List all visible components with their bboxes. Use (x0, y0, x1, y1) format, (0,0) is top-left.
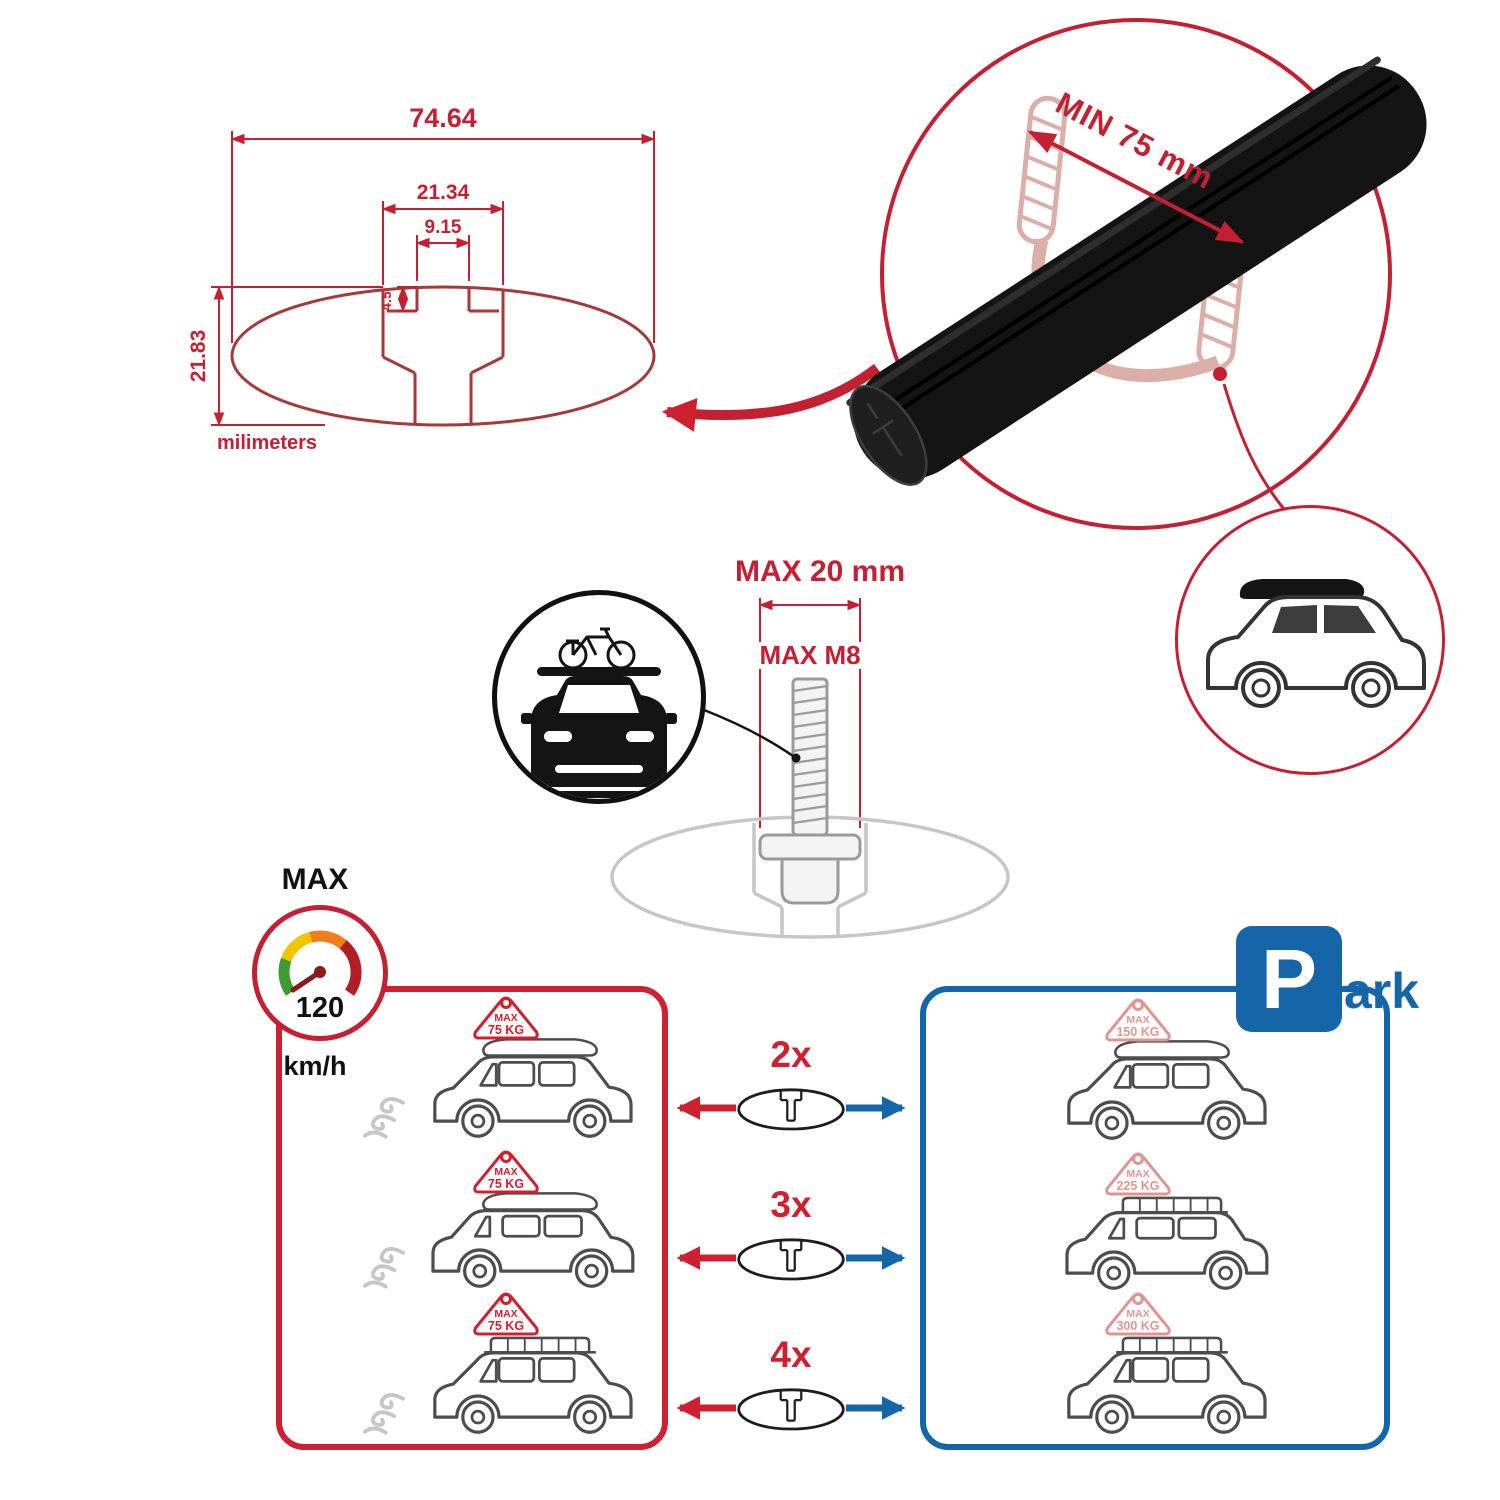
exhaust-smoke-icon (362, 1096, 406, 1139)
gauge-pivot (314, 966, 326, 978)
load-value: 150 KG (1116, 1025, 1159, 1039)
load-limit-tent: MAX 150 KG (1105, 998, 1171, 1042)
roof-box-icon (1114, 1040, 1230, 1059)
load-limit-tent: MAX 75 KG (473, 1292, 539, 1336)
count-label: 3x (770, 1184, 812, 1225)
load-limit-tent: MAX 75 KG (473, 996, 539, 1040)
load-max-label: MAX (1126, 1308, 1149, 1320)
min-length-label: MIN 75 mm (1050, 85, 1219, 196)
crossbar-profile-icon (737, 1238, 845, 1281)
load-value: 225 KG (1116, 1179, 1159, 1193)
bike-carrier-circle (492, 590, 706, 804)
car-side-icon (431, 1208, 635, 1288)
load-limit-tent: MAX 300 KG (1105, 1292, 1171, 1336)
car-side-icon (433, 1351, 633, 1434)
crossbar-profile-dimension-diagram: 74.64 21.34 9.15 4.5 21.83 milimeters (187, 103, 656, 454)
load-limit-tent: MAX 75 KG (473, 1150, 539, 1194)
car-side-icon (1065, 1210, 1269, 1290)
exhaust-smoke-icon (362, 1392, 406, 1435)
load-value: 75 KG (488, 1023, 524, 1037)
parked-car-row-2: MAX 225 KG (1012, 1146, 1312, 1300)
driving-car-row-1: MAX 75 KG (352, 994, 652, 1148)
gauge-arcs (278, 930, 362, 996)
crossbar-count-row-1: 2x (666, 1036, 916, 1139)
crossbar-profile-icon (737, 1088, 845, 1131)
bolt-in-channel-drawing (610, 677, 1010, 939)
load-value: 300 KG (1116, 1319, 1159, 1333)
car-side-icon (1067, 1057, 1267, 1140)
load-max-label: MAX (494, 1012, 517, 1024)
crossbar-count-row-3: 4x (666, 1336, 916, 1439)
speedometer-gauge: 120 (252, 905, 388, 1041)
roof-basket-icon (482, 1336, 598, 1354)
bolt-width-dimension (758, 598, 862, 828)
car-side-icon (433, 1055, 633, 1138)
dim-unit-label: milimeters (217, 432, 317, 454)
park-sign-letter: P (1260, 932, 1318, 1026)
bolt-thread-label: MAX M8 (737, 641, 883, 670)
park-sign-suffix: ark (1344, 963, 1420, 1019)
load-limit-tent: MAX 225 KG (1105, 1152, 1171, 1196)
parked-car-row-1: MAX 150 KG (1012, 996, 1312, 1150)
crossbar-bar-icon (846, 56, 1427, 486)
exhaust-smoke-icon (362, 1246, 406, 1289)
suv-with-roofbox-icon (1206, 579, 1426, 708)
count-label: 4x (770, 1334, 812, 1375)
speed-unit-label: km/h (283, 1051, 347, 1081)
crossbar-profile-icon (737, 1388, 845, 1431)
t-bolt-icon (758, 677, 862, 905)
car-front-with-bike-icon (521, 627, 677, 798)
load-value: 75 KG (488, 1319, 524, 1333)
dim-channel-outer: 21.34 (417, 181, 470, 204)
speed-max-label: MAX (281, 863, 349, 896)
load-max-label: MAX (494, 1166, 517, 1178)
load-max-label: MAX (1126, 1168, 1149, 1180)
roof-box-icon (482, 1038, 598, 1057)
car-side-icon (1067, 1351, 1267, 1434)
dim-lip-depth: 4.5 (378, 291, 394, 311)
count-label: 2x (770, 1034, 812, 1075)
speed-value: 120 (296, 992, 344, 1024)
crossbar-count-row-2: 3x (666, 1186, 916, 1289)
roof-basket-icon (1114, 1196, 1230, 1214)
dimension-lines (211, 131, 656, 427)
park-sign-square: P (1236, 926, 1342, 1032)
driving-car-row-3: MAX 75 KG (352, 1290, 652, 1444)
load-value: 75 KG (488, 1177, 524, 1191)
crossbar-3d-view: MIN 75 mm (846, 56, 1427, 515)
profile-outline (230, 285, 656, 427)
load-max-label: MAX (1126, 1014, 1149, 1026)
detail-callout-arrow (661, 364, 881, 432)
suv-roofbox-circle (1175, 505, 1445, 775)
clamp-point-dot (1213, 367, 1227, 381)
bike-circle-callout-line (703, 708, 801, 763)
callout-line-to-suv (1222, 383, 1290, 515)
dim-width-total: 74.64 (409, 103, 477, 133)
roof-basket-icon (1114, 1336, 1230, 1354)
parked-car-row-3: MAX 300 KG (1012, 1290, 1312, 1444)
roof-box-icon (482, 1192, 598, 1211)
min-length-arrow (1027, 130, 1245, 244)
driving-car-row-2: MAX 75 KG (352, 1144, 652, 1298)
load-max-label: MAX (494, 1308, 517, 1320)
bolt-max-width-label: MAX 20 mm (734, 555, 906, 588)
dim-height-total: 21.83 (187, 330, 210, 383)
dim-channel-inner: 9.15 (425, 217, 462, 238)
